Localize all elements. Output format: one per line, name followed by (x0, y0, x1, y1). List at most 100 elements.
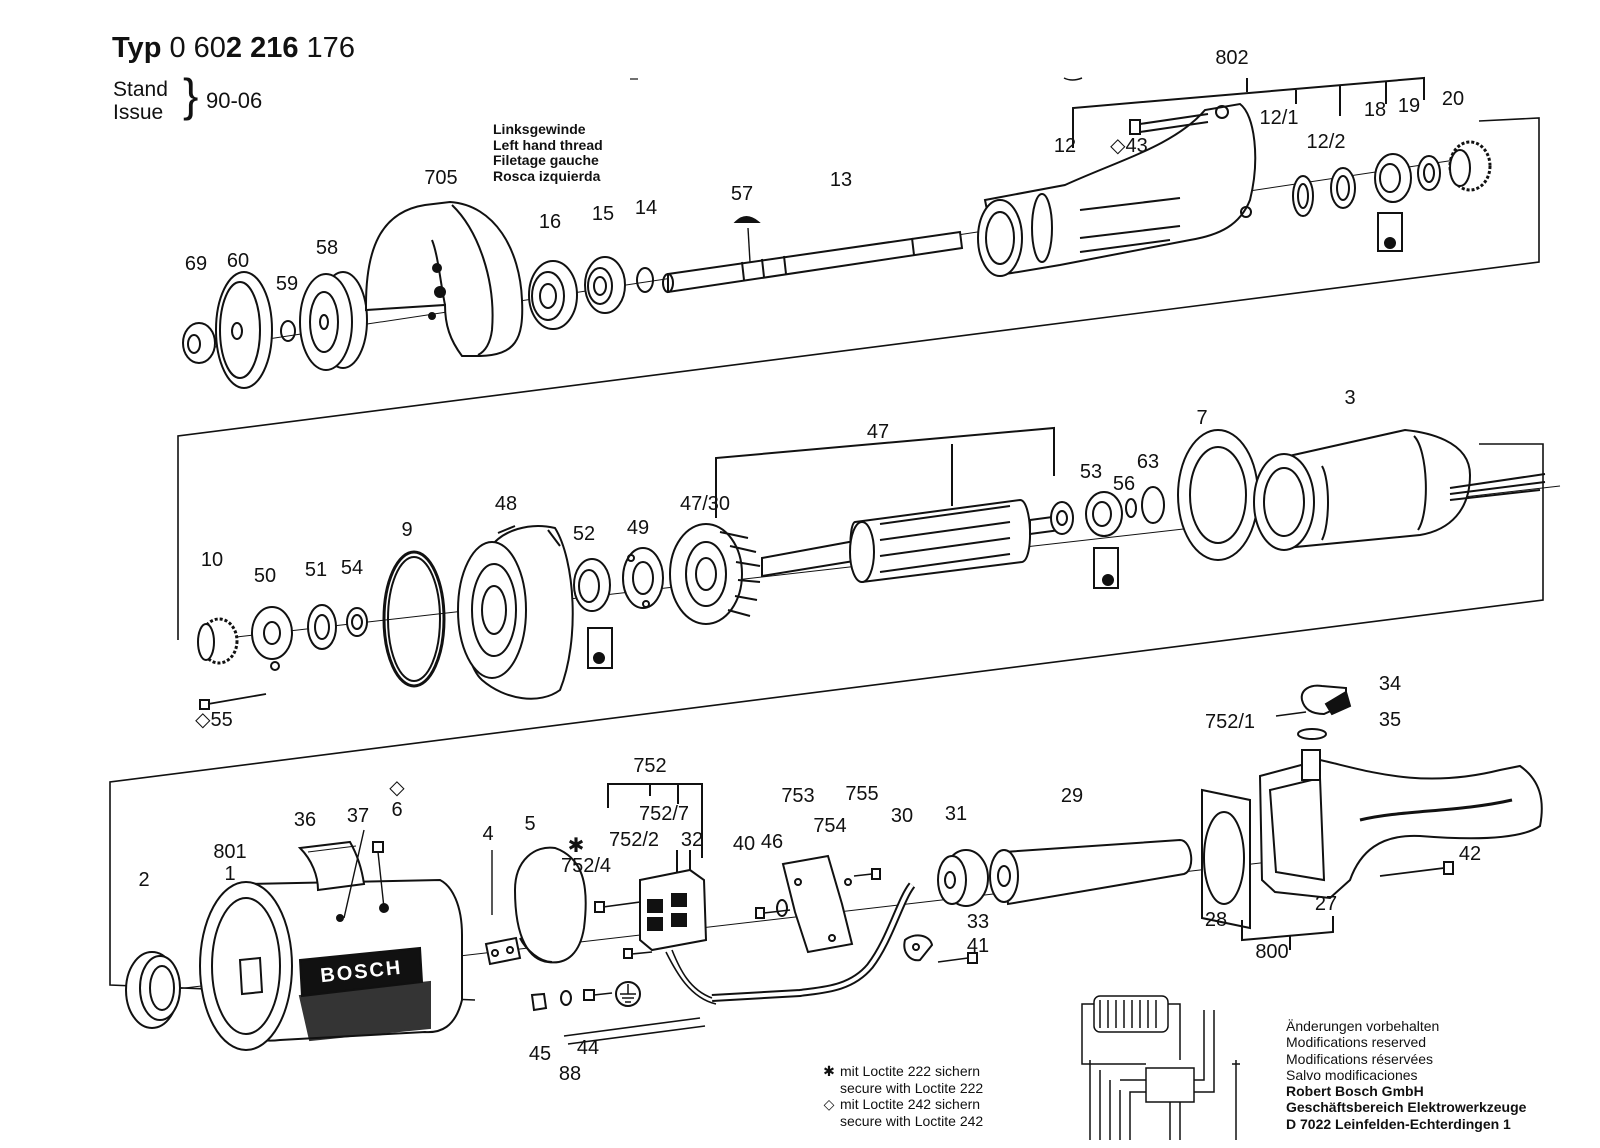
callout-r5: 5 (524, 813, 535, 835)
callout-r7: 7 (1196, 407, 1207, 429)
part-47-armature (761, 498, 1074, 584)
callout-r51: 51 (305, 559, 327, 581)
type-number: Typ 0 602 216 176 (112, 32, 355, 65)
callout-r16: 16 (539, 211, 561, 233)
callout-r47: 47 (867, 421, 889, 443)
brace-symbol: } (183, 69, 199, 121)
mods-es: Salvo modificaciones (1286, 1066, 1418, 1083)
part-35-washer (1297, 728, 1327, 740)
stand-label: Stand (113, 78, 168, 101)
mods-de: Änderungen vorbehalten (1286, 1018, 1440, 1034)
part-49-holder (622, 547, 664, 609)
callout-r58: 58 (316, 237, 338, 259)
part-45-terminal (530, 992, 548, 1012)
callout-r32: 32 (681, 829, 703, 851)
part-12-2-washer (1330, 167, 1356, 209)
callout-r34: 34 (1379, 673, 1401, 695)
callout-r43: ◇43 (1110, 135, 1148, 157)
callout-r10: 10 (201, 549, 223, 571)
stand-date: 90-06 (206, 88, 263, 113)
type-part2: 2 216 (225, 32, 299, 64)
callout-r50: 50 (254, 565, 276, 587)
part-5-cap (513, 846, 587, 964)
part-69-nut (182, 322, 216, 364)
stand-issue-labels: Stand Issue (113, 78, 168, 124)
type-label: Typ (112, 32, 162, 64)
legend-diamond-en: secure with Loctite 242 (840, 1112, 984, 1129)
callout-r705: 705 (424, 167, 457, 189)
part-14-ring (636, 267, 654, 293)
part-29-protector (989, 838, 1193, 906)
bracket-752 (607, 783, 703, 858)
callout-r30: 30 (891, 805, 913, 827)
part-50-plate (251, 606, 293, 671)
callout-r47-30: 47/30 (680, 493, 730, 515)
part-34-knob (1300, 684, 1352, 716)
callout-r6: 6 (391, 799, 402, 821)
part-12-housing (977, 102, 1257, 277)
callout-r44: 44 (577, 1037, 599, 1059)
part-1-motor-housing (199, 878, 463, 1051)
callout-r88: 88 (559, 1063, 581, 1085)
part-27-handle (1258, 749, 1543, 900)
part-2-ring (125, 951, 181, 1029)
callout-r48: 48 (495, 493, 517, 515)
callout-r9: 9 (401, 519, 412, 541)
part-20-gear (1448, 140, 1492, 192)
bracket-800 (1241, 916, 1334, 950)
part-57-key (733, 216, 761, 223)
callout-r33: 33 (967, 911, 989, 933)
callout-r801: 801 (213, 841, 246, 863)
callout-r18: 18 (1364, 99, 1386, 121)
part-36-nameplate (297, 840, 366, 892)
callout-r752-2: 752/2 (609, 829, 659, 851)
star-icon: ✱ (823, 1063, 835, 1079)
lube-icon-53 (1093, 547, 1119, 589)
row3-parts (125, 684, 1543, 1051)
callout-r69: 69 (185, 253, 207, 275)
callout-r46: 46 (761, 831, 783, 853)
mods-en: Modifications reserved (1286, 1034, 1427, 1051)
lube-icon-18 (1377, 212, 1403, 252)
part-13-shaft (662, 230, 964, 294)
part-46-washer (776, 899, 788, 917)
callout-r55: ◇55 (195, 709, 233, 731)
part-63-oring (1141, 486, 1165, 524)
bracket-47 (715, 426, 1055, 518)
callout-r36: 36 (294, 809, 316, 831)
issue-label: Issue (113, 101, 164, 124)
callout-r1: 1 (224, 863, 235, 885)
callout-r3: 3 (1344, 387, 1355, 409)
lube-icon-52 (587, 627, 613, 669)
callout-r41: 41 (967, 935, 989, 957)
part-15-bearing (584, 256, 626, 314)
callout-r20: 20 (1442, 88, 1464, 110)
callout-r37: 37 (347, 805, 369, 827)
part-10-gear (197, 617, 239, 665)
callout-r45: 45 (529, 1043, 551, 1065)
callout-r753: 753 (781, 785, 814, 807)
callout-r752-4: 752/4 (561, 855, 611, 877)
part-18-bearing (1374, 153, 1412, 203)
part-30-cable (563, 882, 916, 1045)
part-58-flange (299, 271, 368, 371)
callout-r752-7: 752/7 (639, 803, 689, 825)
callout-r4: 4 (482, 823, 493, 845)
part-56-ring (1125, 498, 1137, 518)
part-43-screw (1129, 113, 1209, 135)
part-switch-screw (623, 948, 653, 959)
callout-r59: 59 (276, 273, 298, 295)
thread-note: Linksgewinde Left hand thread Filetage g… (493, 121, 603, 184)
callout-r755: 755 (845, 783, 878, 805)
part-7-baffle (1177, 429, 1259, 561)
callout-r2: 2 (138, 869, 149, 891)
part-41-screw (937, 952, 978, 964)
loctite-legend: ✱mit Loctite 222 sichern secure with Loc… (818, 1063, 983, 1129)
row2-parts (197, 426, 1561, 710)
company-address: D 7022 Leinfelden-Echterdingen 1 (1286, 1115, 1511, 1132)
part-60-disc (215, 271, 273, 389)
part-48-flange (457, 525, 574, 700)
callout-r12-1: 12/1 (1260, 107, 1299, 129)
